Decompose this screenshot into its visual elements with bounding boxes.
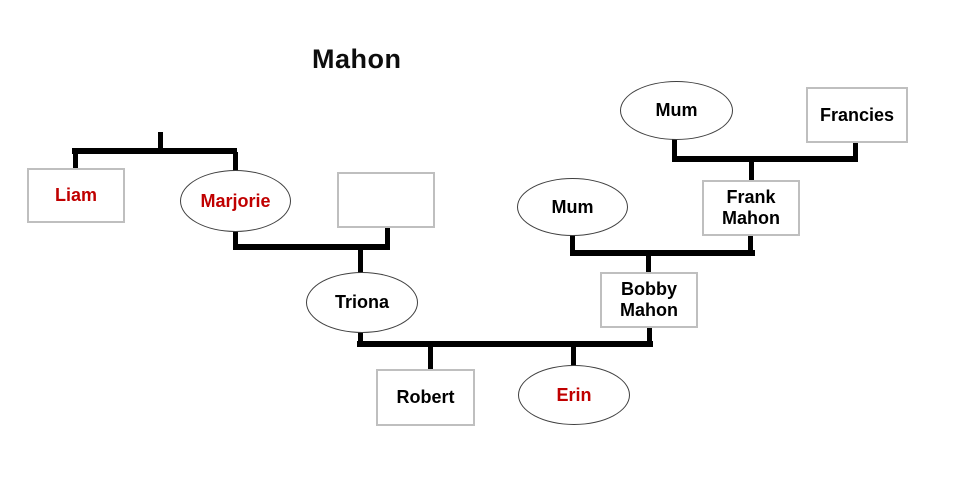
connector-mum-francies-bar — [672, 156, 858, 162]
node-triona-label: Triona — [334, 292, 389, 313]
connector-triona-down — [358, 331, 363, 344]
node-mum-top-label: Mum — [655, 100, 698, 121]
node-frank-mahon[interactable]: Frank Mahon — [702, 180, 800, 236]
connector-mum-frank-bar — [570, 250, 755, 256]
node-triona[interactable]: Triona — [306, 272, 418, 333]
node-marjorie[interactable]: Marjorie — [180, 170, 291, 232]
node-francies-label: Francies — [819, 104, 895, 125]
node-bobby-mahon-label: Bobby Mahon — [620, 279, 678, 320]
connector-frank-down — [748, 234, 753, 252]
connector-triona-up — [358, 248, 363, 274]
node-marjorie-label: Marjorie — [200, 190, 271, 211]
node-erin[interactable]: Erin — [518, 365, 630, 425]
node-unknown[interactable] — [337, 172, 435, 228]
node-bobby-mahon[interactable]: Bobby Mahon — [600, 272, 698, 328]
connector-drop-erin — [571, 345, 576, 366]
connector-drop-robert — [428, 345, 433, 369]
connector-francies-down — [853, 141, 858, 158]
node-mum-left[interactable]: Mum — [517, 178, 628, 236]
node-robert-label: Robert — [396, 387, 455, 408]
connector-mum-left-down — [570, 234, 575, 252]
node-francies[interactable]: Francies — [806, 87, 908, 143]
node-erin-label: Erin — [556, 384, 592, 405]
connector-mum-top-down — [672, 138, 677, 158]
node-liam[interactable]: Liam — [27, 168, 125, 223]
connector-frank-up — [749, 160, 754, 181]
connector-liam-marjorie-bar — [72, 148, 237, 154]
node-mum-top[interactable]: Mum — [620, 81, 733, 140]
node-liam-label: Liam — [54, 185, 97, 206]
connector-drop-marjorie — [233, 152, 238, 172]
connector-drop-liam — [73, 152, 78, 170]
node-frank-mahon-label: Frank Mahon — [722, 187, 780, 228]
connector-parent-stub — [158, 132, 163, 151]
connector-triona-bobby-bar — [357, 341, 653, 347]
node-robert[interactable]: Robert — [376, 369, 475, 426]
diagram-title: Mahon — [312, 44, 402, 74]
connector-bobby-down — [647, 326, 652, 343]
node-mum-left-label: Mum — [551, 196, 594, 217]
connector-unknown-down — [385, 226, 390, 246]
connector-bobby-up — [646, 254, 651, 273]
connector-marjorie-unknown-bar — [233, 244, 390, 250]
connector-marjorie-down — [233, 230, 238, 248]
